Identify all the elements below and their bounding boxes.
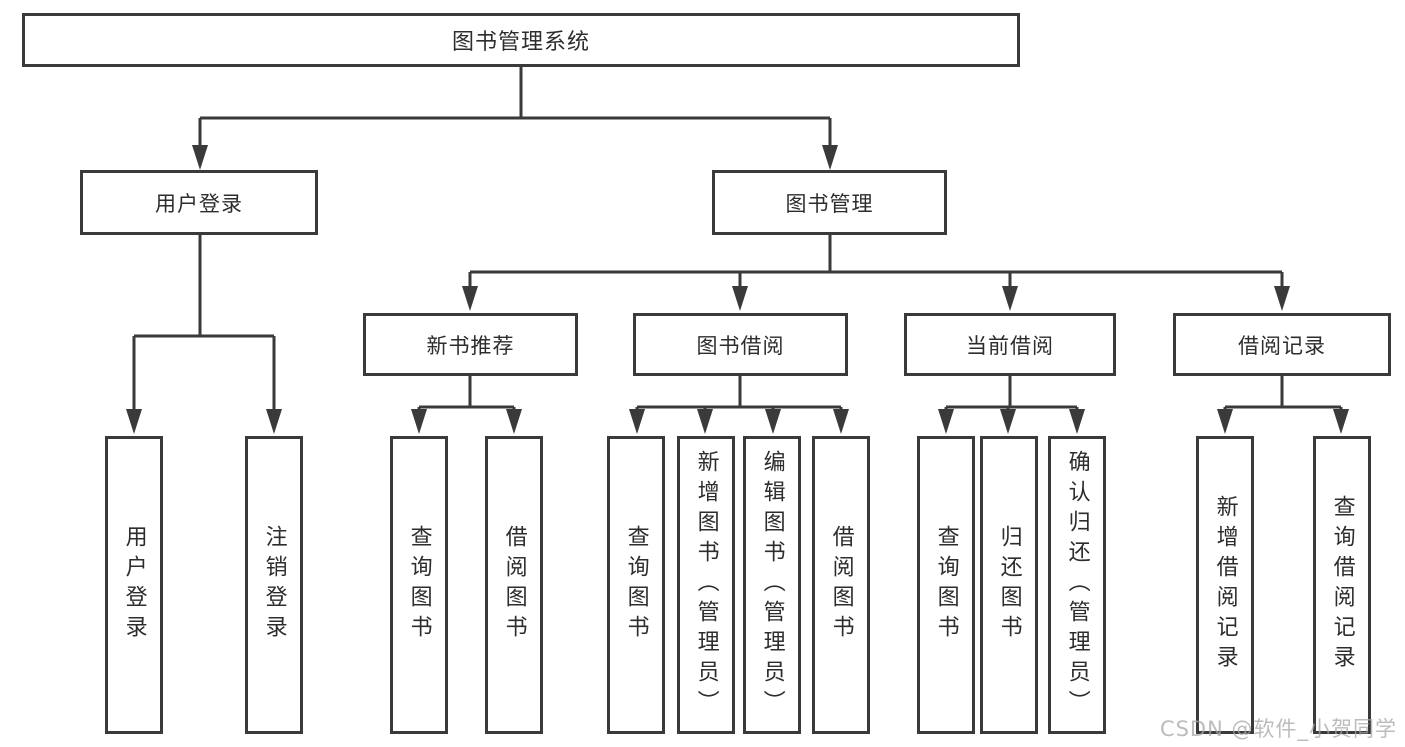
node-new-book-recommend-label: 新书推荐: [426, 333, 515, 358]
leaf-user-login: 用户登录: [105, 436, 163, 734]
node-new-book-recommend: 新书推荐: [363, 313, 578, 376]
leaf-add-book-admin-label: 新增图书（管理员）: [693, 450, 719, 720]
leaf-user-login-label: 用户登录: [121, 525, 147, 645]
leaf-logout: 注销登录: [245, 436, 303, 734]
leaf-logout-label: 注销登录: [261, 525, 287, 645]
node-borrow-records-label: 借阅记录: [1238, 333, 1326, 358]
node-book-management: 图书管理: [712, 170, 947, 235]
node-borrow-records: 借阅记录: [1173, 313, 1391, 376]
leaf-query-borrow-record: 查询借阅记录: [1313, 436, 1371, 734]
leaf-confirm-return-admin-label: 确认归还（管理员）: [1064, 450, 1090, 720]
leaf-rec-query-book: 查询图书: [390, 436, 448, 734]
leaf-add-borrow-record-label: 新增借阅记录: [1212, 495, 1238, 675]
leaf-current-query-book: 查询图书: [917, 436, 975, 734]
leaf-return-book-label: 归还图书: [996, 525, 1022, 645]
leaf-edit-book-admin-label: 编辑图书（管理员）: [759, 450, 785, 720]
node-current-borrow: 当前借阅: [904, 313, 1116, 376]
node-root-library-system: 图书管理系统: [22, 13, 1020, 67]
leaf-return-book: 归还图书: [980, 436, 1038, 734]
leaf-edit-book-admin: 编辑图书（管理员）: [743, 436, 801, 734]
leaf-borrow-query-book: 查询图书: [607, 436, 665, 734]
node-current-borrow-label: 当前借阅: [966, 333, 1054, 358]
node-user-login-label: 用户登录: [155, 191, 243, 216]
leaf-rec-borrow-book: 借阅图书: [485, 436, 543, 734]
leaf-rec-borrow-book-label: 借阅图书: [501, 525, 527, 645]
leaf-current-query-book-label: 查询图书: [933, 525, 959, 645]
leaf-confirm-return-admin: 确认归还（管理员）: [1048, 436, 1106, 734]
leaf-add-book-admin: 新增图书（管理员）: [677, 436, 735, 734]
node-book-borrow: 图书借阅: [633, 313, 848, 376]
node-book-management-label: 图书管理: [785, 191, 874, 216]
leaf-query-borrow-record-label: 查询借阅记录: [1329, 495, 1355, 675]
node-book-borrow-label: 图书借阅: [696, 333, 785, 358]
leaf-add-borrow-record: 新增借阅记录: [1196, 436, 1254, 734]
csdn-watermark: CSDN @软件_小贺同学: [1159, 717, 1397, 741]
node-user-login: 用户登录: [80, 170, 318, 235]
leaf-borrow-book-label: 借阅图书: [828, 525, 854, 645]
leaf-rec-query-book-label: 查询图书: [406, 525, 432, 645]
leaf-borrow-book: 借阅图书: [812, 436, 870, 734]
node-root-label: 图书管理系统: [451, 30, 590, 55]
leaf-borrow-query-book-label: 查询图书: [623, 525, 649, 645]
